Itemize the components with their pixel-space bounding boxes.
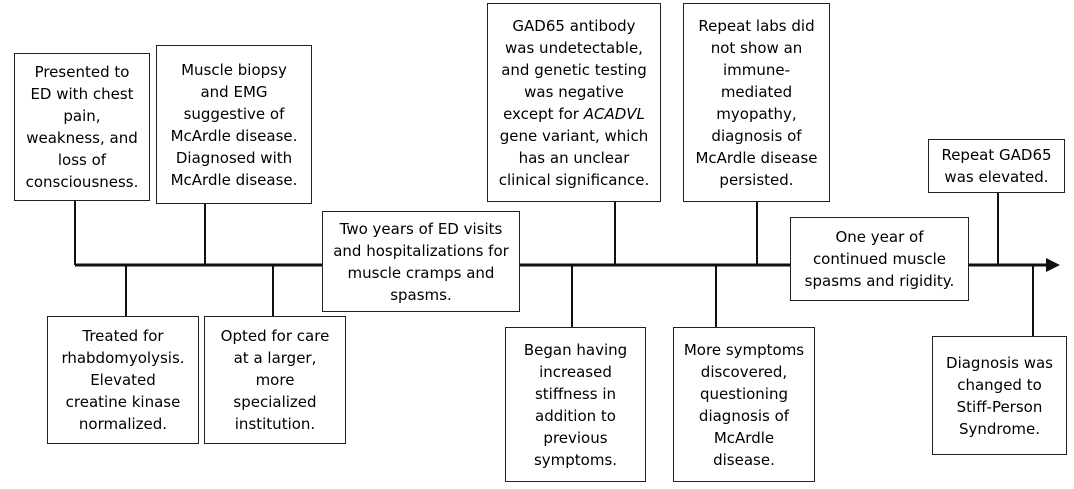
event-text-larger-institution: Opted for care at a larger, more special…: [220, 327, 330, 433]
event-box-rhabdo: Treated for rhabdomyolysis. Elevated cre…: [47, 316, 199, 444]
event-text-ed-presentation: Presented to ED with chest pain, weaknes…: [25, 63, 139, 191]
event-text-repeat-labs: Repeat labs did not show an immune- medi…: [695, 16, 818, 189]
event-box-stiff-person: Diagnosis was changed to Stiff-Person Sy…: [932, 336, 1067, 455]
event-box-repeat-labs: Repeat labs did not show an immune- medi…: [683, 3, 830, 202]
event-text-more-symptoms: More symptoms discovered, questioning di…: [683, 340, 805, 469]
event-box-gad65-genetic: GAD65 antibody was undetectable, and gen…: [487, 3, 661, 202]
event-text-repeat-gad65: Repeat GAD65 was elevated.: [941, 146, 1052, 186]
period-box-two-years: Two years of ED visits and hospitalizati…: [322, 211, 520, 312]
event-box-stiffness: Began having increased stiffness in addi…: [505, 327, 646, 482]
event-text-rhabdo: Treated for rhabdomyolysis. Elevated cre…: [61, 327, 185, 433]
event-box-repeat-gad65: Repeat GAD65 was elevated.: [928, 139, 1065, 193]
gad65-text-post: gene variant, which has an unclear clini…: [498, 126, 650, 189]
period-box-one-year: One year of continued muscle spasms and …: [790, 217, 969, 301]
event-text-stiff-person: Diagnosis was changed to Stiff-Person Sy…: [946, 353, 1053, 438]
event-text-gad65-genetic: GAD65 antibody was undetectable, and gen…: [499, 15, 649, 191]
period-text-one-year: One year of continued muscle spasms and …: [804, 228, 955, 290]
timeline-arrowhead: [1046, 258, 1060, 272]
event-text-biopsy-emg: Muscle biopsy and EMG suggestive of McAr…: [170, 60, 298, 189]
gene-name-acadvl: ACADVL: [583, 104, 645, 123]
event-box-larger-institution: Opted for care at a larger, more special…: [204, 316, 346, 444]
gad65-text-pre: GAD65 antibody was undetectable, and gen…: [501, 16, 647, 123]
period-text-two-years: Two years of ED visits and hospitalizati…: [333, 219, 509, 304]
event-box-biopsy-emg: Muscle biopsy and EMG suggestive of McAr…: [156, 45, 312, 204]
event-text-stiffness: Began having increased stiffness in addi…: [523, 340, 628, 469]
event-box-ed-presentation: Presented to ED with chest pain, weaknes…: [14, 53, 150, 201]
event-box-more-symptoms: More symptoms discovered, questioning di…: [673, 327, 815, 482]
